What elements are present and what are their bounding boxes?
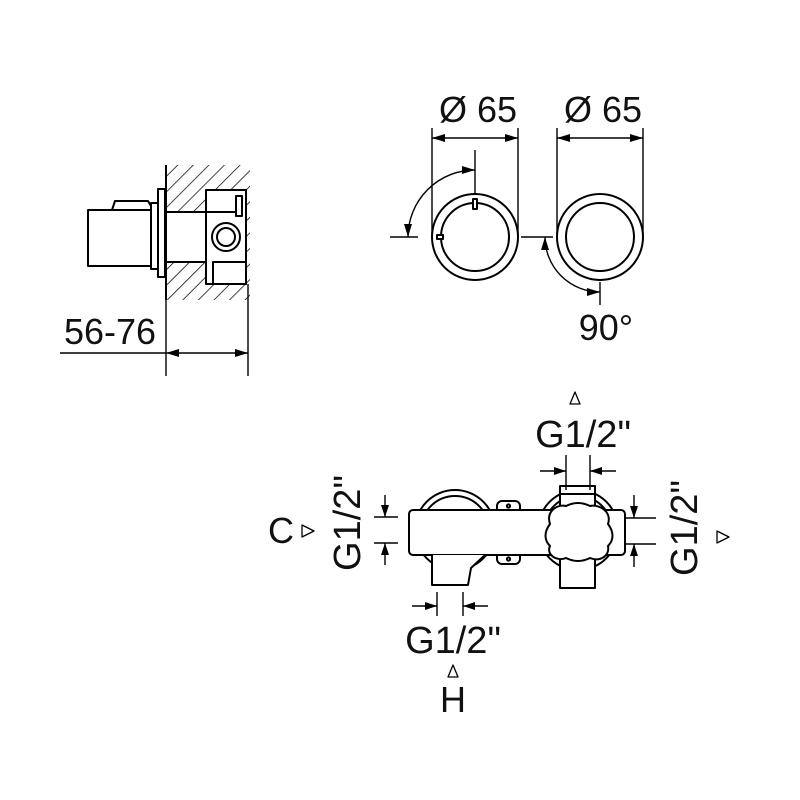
arrowhead-icon <box>381 505 389 517</box>
arrowhead-icon <box>630 506 638 518</box>
rotation-angle-label: 90° <box>579 307 633 348</box>
mounting-ear-top <box>496 500 521 512</box>
arrowhead-icon <box>554 467 566 475</box>
handle-rosette <box>150 202 159 270</box>
front-view: Ø 65 Ø 65 90° <box>390 89 644 348</box>
arrowhead-icon <box>587 288 600 296</box>
box-lower-detail <box>212 261 246 284</box>
top-thread-label: G1/2" <box>535 414 631 456</box>
box-port-outer <box>211 222 241 252</box>
arrowhead-icon <box>381 543 389 555</box>
arrowhead-icon <box>630 544 638 556</box>
lower-inlet-connector <box>431 554 486 586</box>
arrowhead-icon <box>462 166 475 174</box>
knob-position-mark <box>436 234 444 240</box>
lever-handle <box>87 200 152 267</box>
arrowhead-icon <box>404 224 412 237</box>
mounting-ear-bottom <box>496 553 521 565</box>
triangle-marker-icon <box>447 664 459 678</box>
arrowhead-icon <box>590 467 602 475</box>
wall-cover-plate <box>157 188 166 278</box>
mounting-ear-hole <box>505 556 512 562</box>
mixing-knob-inner <box>440 202 510 272</box>
triangle-marker-icon <box>569 391 581 405</box>
arrowhead-icon <box>463 602 475 610</box>
arrowhead-icon <box>425 602 437 610</box>
bottom-port-label: H <box>440 679 466 720</box>
bottom-thread-label: G1/2" <box>405 620 501 662</box>
knob-diameter-label-left: Ø 65 <box>439 89 517 130</box>
wall-hatching <box>166 165 250 300</box>
diverter-knob-inner <box>565 202 635 272</box>
triangle-marker-icon <box>716 530 730 544</box>
arrowhead-icon <box>235 349 248 357</box>
arrowhead-icon <box>505 134 518 142</box>
arrowhead-icon <box>557 134 570 142</box>
mounting-ear-hole <box>505 503 512 509</box>
arrowhead-icon <box>541 237 549 250</box>
side-view: 56-76 <box>60 165 250 376</box>
box-tab <box>235 195 243 217</box>
knob-diameter-label-right: Ø 65 <box>564 89 642 130</box>
box-port-inner <box>216 227 236 247</box>
depth-dimension-label: 56-76 <box>64 311 156 352</box>
diverter-valve-knob <box>544 502 614 562</box>
rotation-arc-left <box>407 169 476 238</box>
left-thread-label: G1/2" <box>327 475 369 571</box>
rotation-arc-right <box>544 236 601 293</box>
left-port-label: C <box>268 510 294 551</box>
knob-lever-stem <box>472 198 478 210</box>
plan-view: G1/2" G1/2" H C G1/2" G1/2" <box>268 391 730 720</box>
arrowhead-icon <box>432 134 445 142</box>
diverter-knob-outer <box>556 193 644 281</box>
valve-body <box>165 211 207 263</box>
triangle-marker-icon <box>301 524 315 538</box>
mixing-knob-outer <box>431 193 519 281</box>
arrowhead-icon <box>166 349 179 357</box>
arrowhead-icon <box>630 134 643 142</box>
right-thread-label: G1/2" <box>664 480 706 576</box>
